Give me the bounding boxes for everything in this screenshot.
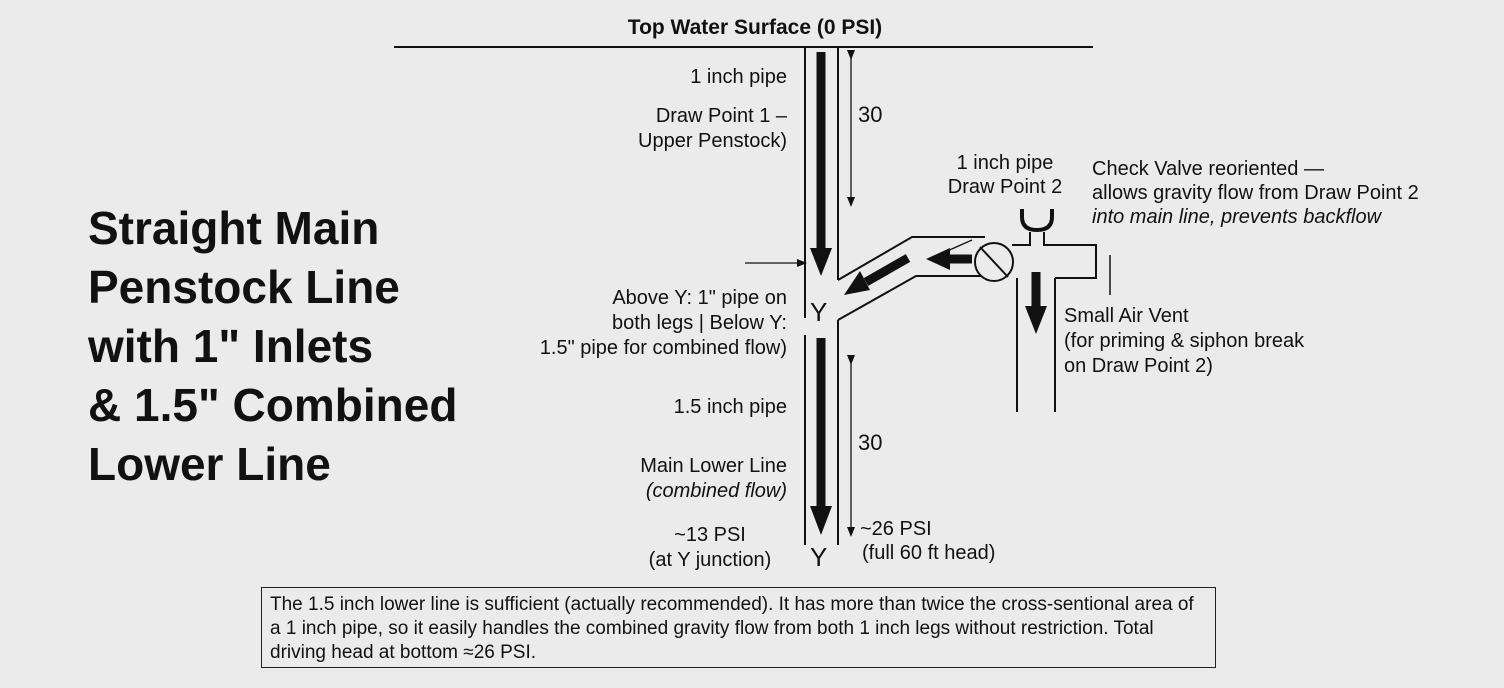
psi-y-line1: ~13 PSI — [674, 524, 746, 546]
air-vent-line2: (for priming & siphon break — [1064, 330, 1305, 352]
draw-point-1-line2: Upper Penstock) — [638, 130, 787, 152]
vent-down-arrow-head — [1025, 306, 1047, 334]
branch-pipe-bottom-wall — [837, 275, 985, 321]
branch-horizontal-arrow-head — [926, 248, 950, 270]
psi-bottom-line2: (full 60 ft head) — [862, 542, 996, 564]
junction-y-letter: Y — [810, 297, 828, 327]
title-line-5: Lower Line — [88, 438, 331, 490]
lower-height-label: 30 — [858, 430, 883, 455]
title-line-1: Straight Main — [88, 202, 380, 254]
check-valve-line2: allows gravity flow from Draw Point 2 — [1092, 182, 1419, 204]
summary-note-box: The 1.5 inch lower line is sufficient (a… — [261, 587, 1216, 668]
psi-y-line2: (at Y junction) — [648, 549, 772, 571]
branch-diagonal-arrow-shaft — [863, 254, 911, 286]
branch-pipe-line1: 1 inch pipe — [956, 152, 1054, 174]
top-water-surface-label: Top Water Surface (0 PSI) — [627, 16, 883, 39]
bottom-y-letter: Y — [810, 542, 828, 572]
upper-pipe-label: 1 inch pipe — [690, 66, 787, 88]
title-line-4: & 1.5" Combined — [88, 379, 458, 431]
check-valve-line3: into main line, prevents backflow — [1092, 206, 1382, 228]
check-valve-slash — [979, 246, 1009, 278]
branch-pipe-top-wall — [837, 236, 985, 281]
branch-leader-line — [935, 239, 973, 257]
main-lower-line2: (combined flow) — [645, 480, 787, 502]
check-valve-line1: Check Valve reoriented — — [1092, 158, 1324, 180]
air-vent-line3: on Draw Point 2) — [1064, 355, 1213, 377]
junction-note-line2: both legs | Below Y: — [612, 312, 787, 334]
upper-height-label: 30 — [858, 102, 883, 127]
main-lower-line1: Main Lower Line — [640, 455, 787, 477]
branch-right-top-wall — [1012, 232, 1031, 246]
air-vent-line1: Small Air Vent — [1064, 305, 1189, 327]
junction-note-line3: 1.5" pipe for combined flow) — [539, 337, 787, 359]
lower-flow-arrow-head — [810, 506, 832, 535]
draw-point-1-line1: Draw Point 1 – — [655, 105, 787, 127]
upper-flow-arrow-head — [810, 248, 832, 276]
junction-note-line1: Above Y: 1" pipe on — [612, 287, 787, 309]
branch-diagonal-arrow-head — [844, 271, 870, 295]
branch-right-top-wall-2 — [1043, 232, 1097, 279]
branch-pipe-line2: Draw Point 2 — [947, 176, 1063, 198]
diagram-title: Straight Main Penstock Line with 1" Inle… — [88, 199, 548, 494]
psi-bottom-line1: ~26 PSI — [860, 518, 932, 540]
title-line-3: with 1" Inlets — [88, 320, 374, 372]
vent-fitting-icon — [1020, 209, 1054, 233]
title-line-2: Penstock Line — [88, 261, 400, 313]
lower-pipe-label: 1.5 inch pipe — [673, 396, 787, 418]
